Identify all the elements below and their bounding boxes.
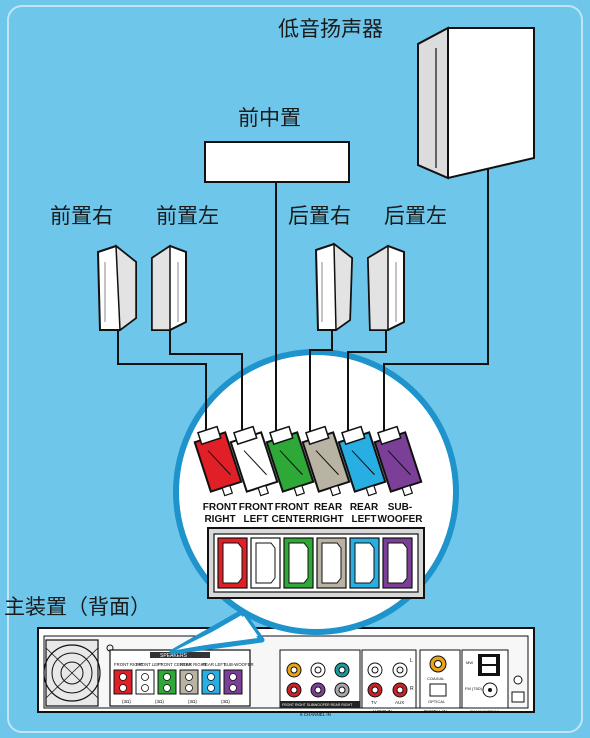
digital-in-label: DIGITAL IN	[424, 709, 447, 714]
mini-terminal-3	[179, 669, 199, 695]
channel-sub-label: FRONT RIGHT SUBWOOFER REAR RIGHT	[282, 703, 353, 707]
tv-label: TV	[371, 700, 377, 705]
rear-right-label: 后置右	[288, 204, 351, 228]
socket-3	[316, 537, 347, 589]
rear-right-speaker	[314, 242, 354, 332]
connector-label-4-line1: REAR	[350, 502, 379, 513]
wire-front-right	[117, 330, 207, 432]
aux-label: AUX	[395, 700, 404, 705]
connector-label-2-line2: CENTER	[271, 514, 313, 525]
mini-terminal-4	[201, 669, 221, 695]
connector-captions: FRONTRIGHTFRONTLEFTFRONTCENTERREARRIGHTR…	[203, 502, 424, 525]
socket-4	[349, 537, 380, 589]
mini-label-0: FRONT RIGHT	[114, 662, 144, 667]
ohm-label-2: (3Ω)	[188, 699, 197, 704]
ohm-label-3: (3Ω)	[221, 699, 230, 704]
socket-5	[382, 537, 413, 589]
front-left-speaker	[151, 244, 187, 331]
rear-left-label: 后置左	[384, 204, 447, 228]
l-mark: L	[410, 658, 413, 664]
audio-in-label: AUDIO IN	[372, 709, 392, 714]
connector-plugs	[193, 425, 423, 497]
wire-front-left	[169, 330, 243, 432]
mini-label-2: FRONT CENTER	[158, 662, 192, 667]
connector-plug-4	[337, 425, 387, 497]
connector-label-1-line1: FRONT	[239, 502, 273, 513]
ohm-label-1: (3Ω)	[155, 699, 164, 704]
front-right-label: 前置右	[50, 204, 113, 228]
front-right-speaker	[96, 244, 137, 332]
speaker-wires	[117, 168, 489, 432]
mini-label-1: FRONT LEFT	[136, 662, 163, 667]
optical-label: OPTICAL	[428, 699, 446, 704]
speakers-header: SPEAKERS	[160, 653, 188, 659]
six-channel-block	[279, 649, 361, 709]
wire-subwoofer	[383, 168, 489, 432]
inner-panel-highlight	[7, 5, 583, 733]
connector-label-3-line2: RIGHT	[312, 514, 343, 525]
mini-label-5: SUB-WOOFER	[224, 662, 254, 667]
front-left-label: 前置左	[156, 204, 219, 228]
coaxial-label: COAXIAL	[427, 676, 445, 681]
connector-plug-2	[265, 425, 315, 497]
subwoofer-label: 低音扬声器	[278, 17, 383, 41]
connector-label-2-line1: FRONT	[275, 502, 309, 513]
main-unit-label: 主装置（背面）	[4, 595, 151, 619]
socket-0	[217, 537, 248, 589]
connector-label-5-line1: SUB-	[388, 502, 412, 513]
connector-plug-0	[193, 425, 243, 497]
mini-label-4: REAR LEFT	[202, 662, 226, 667]
fm-mw-antenna-label: FM MW ANTENNA	[470, 710, 500, 714]
connector-plug-3	[301, 425, 351, 497]
mini-terminal-0	[113, 669, 133, 695]
connector-label-0-line1: FRONT	[203, 502, 237, 513]
wire-rear-left	[347, 330, 387, 432]
socket-1	[250, 537, 281, 589]
connector-label-1-line2: LEFT	[244, 514, 269, 525]
mini-terminal-2	[157, 669, 177, 695]
connector-label-4-line2: LEFT	[352, 514, 377, 525]
mw-label: MW	[466, 660, 473, 665]
mini-label-3: REAR RIGHT	[180, 662, 207, 667]
ohm-label-0: (3Ω)	[122, 699, 131, 704]
socket-2	[283, 537, 314, 589]
connector-label-3-line1: REAR	[314, 502, 343, 513]
front-center-speaker	[204, 141, 350, 183]
r-mark: R	[410, 686, 414, 692]
fm-label: FM (75Ω)	[465, 686, 483, 691]
connector-label-5-line2: WOOFER	[378, 514, 424, 525]
subwoofer-speaker	[417, 26, 535, 180]
audio-in-block	[361, 649, 417, 709]
connector-label-0-line2: RIGHT	[204, 514, 235, 525]
connector-plug-1	[229, 425, 279, 497]
socket-panel	[207, 527, 425, 599]
channel-label: 6 CHANNEL IN	[300, 712, 331, 717]
wire-rear-right	[309, 330, 333, 432]
rear-left-speaker	[366, 244, 405, 331]
connector-plug-5	[373, 425, 423, 497]
mini-terminal-1	[135, 669, 155, 695]
mini-terminal-5	[223, 669, 243, 695]
front-center-label: 前中置	[238, 106, 301, 130]
